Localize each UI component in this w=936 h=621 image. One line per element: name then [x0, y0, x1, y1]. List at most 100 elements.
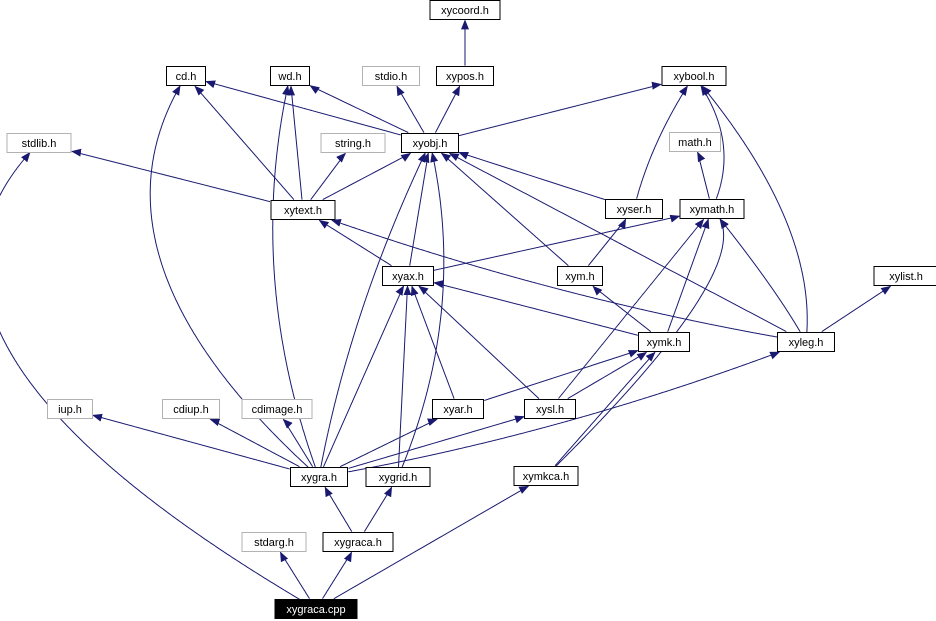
node-label-xytext: xytext.h: [284, 205, 322, 217]
node-box-xycoord[interactable]: [429, 0, 501, 20]
edge-xytext-to-stdlib: [71, 148, 271, 203]
node-box-xyar[interactable]: [432, 399, 484, 419]
node-box-wd[interactable]: [270, 66, 310, 86]
node-xyobj[interactable]: xyobj.h: [401, 133, 459, 153]
node-stdio: stdio.h: [362, 66, 420, 86]
node-xybool[interactable]: xybool.h: [661, 66, 727, 86]
node-xypos[interactable]: xypos.h: [436, 66, 494, 86]
node-label-wd: wd.h: [277, 71, 301, 83]
edge-xym-to-xyobj: [440, 152, 569, 267]
node-box-xygraca_cpp: [274, 599, 358, 619]
edge-xygraca_cpp-to-stdarg: [280, 551, 310, 599]
edge-xygraca_cpp-to-xymkca: [333, 485, 530, 600]
node-box-xymkca[interactable]: [513, 466, 579, 486]
node-box-xybool[interactable]: [661, 66, 727, 86]
nodes-layer: xycoord.h cd.h wd.h stdio.h xypos.h xybool.h s…: [6, 0, 936, 619]
node-box-xygraca_h[interactable]: [322, 532, 394, 552]
node-box-xyobj[interactable]: [401, 133, 459, 153]
node-cd[interactable]: cd.h: [166, 66, 206, 86]
node-xytext[interactable]: xytext.h: [270, 200, 336, 220]
node-label-xyar: xyar.h: [443, 404, 472, 416]
node-box-xytext[interactable]: [270, 200, 336, 220]
edge-xymath-to-xybool: [700, 85, 725, 199]
node-wd[interactable]: wd.h: [270, 66, 310, 86]
edge-xygra-to-xyobj: [320, 152, 426, 468]
node-box-stdarg: [241, 532, 307, 552]
edges-layer: [0, 19, 892, 600]
edge-xyleg-to-xybool: [701, 85, 808, 332]
edge-xym-to-xyser: [587, 218, 627, 266]
edge-xyobj-to-xybool: [458, 81, 662, 137]
node-label-cd: cd.h: [176, 71, 197, 83]
node-label-stdlib: stdlib.h: [22, 138, 57, 150]
node-box-xylist[interactable]: [873, 266, 936, 286]
node-xym[interactable]: xym.h: [557, 266, 603, 286]
node-xymkca[interactable]: xymkca.h: [513, 466, 579, 486]
node-label-xyleg: xyleg.h: [789, 337, 824, 349]
node-box-xygra[interactable]: [290, 467, 348, 487]
edge-xymk-to-xyax: [433, 280, 638, 336]
edge-xyleg-to-xyobj: [448, 152, 787, 333]
edge-xygraca_cpp-to-stdlib: [0, 151, 301, 600]
node-box-xymath[interactable]: [679, 199, 745, 219]
edge-xygra-to-xyar: [340, 418, 438, 468]
node-xylist[interactable]: xylist.h: [873, 266, 936, 286]
node-box-cdimage: [241, 399, 313, 419]
node-box-xyser[interactable]: [605, 199, 663, 219]
edge-xygraca_h-to-xygrid: [363, 486, 393, 532]
node-xysl[interactable]: xysl.h: [524, 399, 576, 419]
node-label-cdimage: cdimage.h: [252, 404, 303, 416]
node-label-xymkca: xymkca.h: [523, 471, 569, 483]
node-xyax[interactable]: xyax.h: [382, 266, 434, 286]
edge-xygra-to-cdimage: [282, 418, 313, 467]
edge-xygra-to-cd: [149, 85, 309, 468]
edge-xymath-to-math: [697, 151, 710, 199]
edge-xygra-to-xysl: [348, 415, 525, 469]
node-box-xym[interactable]: [557, 266, 603, 286]
edge-xygrid-to-xyax: [398, 285, 412, 467]
edge-xysl-to-xyax: [418, 285, 540, 400]
node-label-xymk: xymk.h: [647, 337, 682, 349]
node-box-xypos[interactable]: [436, 66, 494, 86]
node-label-xyobj: xyobj.h: [413, 138, 448, 150]
edge-xygraca_cpp-to-xygraca_h: [322, 551, 352, 599]
node-label-xyax: xyax.h: [392, 271, 424, 283]
edge-xyobj-to-stdio: [396, 85, 425, 133]
edge-xymk-to-xymath: [667, 218, 710, 332]
node-cdiup: cdiup.h: [162, 399, 220, 419]
node-box-string: [320, 133, 386, 153]
node-label-string: string.h: [335, 138, 371, 150]
node-label-xygraca_cpp: xygraca.cpp: [286, 604, 345, 616]
edge-xytext-to-cd: [194, 85, 295, 200]
node-xyleg[interactable]: xyleg.h: [777, 332, 835, 352]
node-xygrid[interactable]: xygrid.h: [365, 467, 431, 487]
node-xymath[interactable]: xymath.h: [679, 199, 745, 219]
node-box-iup: [47, 399, 93, 419]
node-label-xym: xym.h: [565, 271, 594, 283]
node-label-xypos: xypos.h: [446, 71, 484, 83]
node-box-xyleg[interactable]: [777, 332, 835, 352]
node-stdarg: stdarg.h: [241, 532, 307, 552]
node-box-cd[interactable]: [166, 66, 206, 86]
node-string: string.h: [320, 133, 386, 153]
node-box-xymk[interactable]: [638, 332, 690, 352]
edge-xyleg-to-xytext: [330, 219, 778, 338]
node-box-xysl[interactable]: [524, 399, 576, 419]
node-xygra[interactable]: xygra.h: [290, 467, 348, 487]
node-xyser[interactable]: xyser.h: [605, 199, 663, 219]
node-xygraca_h[interactable]: xygraca.h: [322, 532, 394, 552]
node-label-xybool: xybool.h: [674, 71, 715, 83]
edge-xytext-to-xyobj: [322, 152, 412, 201]
node-xycoord[interactable]: xycoord.h: [429, 0, 501, 20]
node-box-xygrid[interactable]: [365, 467, 431, 487]
node-label-xymath: xymath.h: [690, 204, 735, 216]
node-label-xylist: xylist.h: [889, 271, 923, 283]
edge-xyser-to-xyobj: [458, 151, 606, 201]
edge-xyar-to-xyax: [410, 285, 455, 399]
node-xymk[interactable]: xymk.h: [638, 332, 690, 352]
node-iup: iup.h: [47, 399, 93, 419]
node-xyar[interactable]: xyar.h: [432, 399, 484, 419]
node-box-xyax[interactable]: [382, 266, 434, 286]
node-label-stdio: stdio.h: [375, 71, 407, 83]
